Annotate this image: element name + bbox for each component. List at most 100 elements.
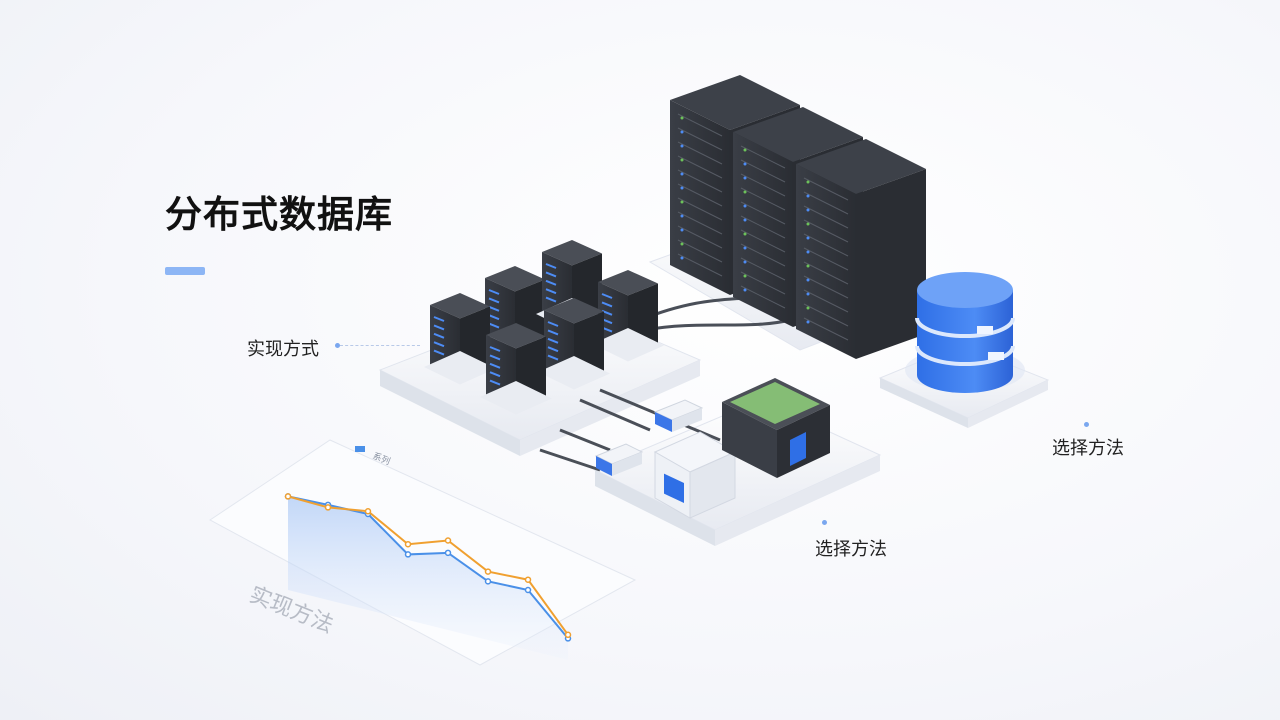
- rack-led: [489, 362, 501, 369]
- chart-point: [484, 568, 492, 575]
- rack-led: [680, 116, 684, 120]
- rack-slot: [740, 159, 786, 183]
- rack-slot: [803, 205, 849, 229]
- rack-slot: [803, 177, 849, 201]
- callout-bottom: 选择方法: [815, 539, 887, 560]
- rack-led: [489, 346, 501, 352]
- rack-led: [743, 176, 747, 180]
- callout-bottom-dot: [822, 520, 827, 525]
- rack-led: [743, 232, 747, 236]
- rack-led: [806, 278, 810, 282]
- rack-slot: [677, 169, 723, 193]
- chart-point: [564, 631, 572, 639]
- chart-point: [364, 508, 372, 515]
- rack-led: [743, 218, 747, 222]
- rack-slot: [740, 271, 786, 295]
- rack-slot: [677, 183, 723, 207]
- rack-slot: [803, 275, 849, 299]
- callout-left-dot: [335, 343, 340, 348]
- rack-led: [806, 264, 810, 268]
- rack-top: [485, 266, 545, 292]
- rack-led: [806, 306, 810, 310]
- chart-point: [284, 493, 292, 500]
- rack-led: [433, 332, 445, 339]
- rack-slot: [677, 211, 723, 235]
- rack-led: [680, 256, 684, 260]
- rack-led: [547, 329, 559, 336]
- network-switch-a: [594, 443, 644, 476]
- callout-left: 实现方式: [247, 339, 319, 360]
- rack-slot: [803, 233, 849, 257]
- rack-led: [488, 322, 500, 329]
- rack-slot: [740, 187, 786, 211]
- rack-base: [592, 328, 664, 362]
- rack-led: [545, 296, 557, 303]
- rack-base: [480, 381, 552, 415]
- rack-led: [806, 250, 810, 254]
- rack-led: [488, 289, 500, 295]
- rack-led: [680, 172, 684, 176]
- rack-led: [806, 194, 810, 198]
- callout-right-dot: [1084, 422, 1089, 427]
- rack-top: [544, 298, 604, 324]
- rack-led: [806, 236, 810, 240]
- chart-point: [524, 576, 532, 583]
- rack-led: [601, 293, 613, 299]
- rack-slot: [677, 239, 723, 263]
- rack-top: [542, 240, 602, 266]
- rack-led: [680, 214, 684, 218]
- chart-point: [404, 551, 412, 558]
- rack-led: [488, 305, 500, 312]
- tall-rack-front: [733, 132, 793, 327]
- rack-led: [489, 379, 501, 386]
- rack-slot: [740, 145, 786, 169]
- rack-led: [680, 158, 684, 162]
- page-title: 分布式数据库: [165, 193, 393, 236]
- rack-led: [743, 190, 747, 194]
- rack-led: [806, 222, 810, 226]
- tall-rack-front: [796, 164, 856, 359]
- rack-led: [488, 314, 500, 321]
- rack-led: [680, 200, 684, 204]
- rack-led: [743, 162, 747, 166]
- rack-slot: [677, 197, 723, 221]
- rack-led: [547, 354, 559, 361]
- rack-slot: [803, 191, 849, 215]
- rack-led: [433, 316, 445, 322]
- rack-slot: [677, 225, 723, 249]
- rack-led: [680, 228, 684, 232]
- rack-led: [743, 246, 747, 250]
- rack-led: [488, 297, 500, 304]
- rack-led: [433, 324, 445, 331]
- rack-led: [489, 371, 501, 378]
- rack-led: [433, 349, 445, 356]
- chart-point: [444, 549, 452, 557]
- rack-row: [670, 75, 926, 359]
- tall-rack-front: [670, 100, 730, 295]
- rack-slot: [677, 113, 723, 137]
- rack-led: [743, 260, 747, 264]
- rack-slot: [803, 303, 849, 327]
- chart-point: [524, 586, 532, 594]
- title-underline: [165, 267, 205, 275]
- chart-series-line: [287, 495, 569, 640]
- rack-led: [680, 130, 684, 134]
- rack-slot: [740, 201, 786, 225]
- callout-left-line: [340, 345, 420, 346]
- tall-rack-side: [856, 169, 926, 359]
- rack-led: [743, 274, 747, 278]
- rack-led: [743, 204, 747, 208]
- chart-area: [288, 496, 568, 660]
- rack-base: [538, 356, 610, 390]
- rack-led: [547, 321, 559, 327]
- chart-point: [324, 504, 332, 511]
- rack-led: [545, 263, 557, 269]
- chart-point: [484, 578, 492, 585]
- rack-led: [806, 180, 810, 184]
- rack-led: [680, 144, 684, 148]
- storage-unit-white: [653, 431, 737, 519]
- rack-slot: [677, 127, 723, 151]
- network-switch-b: [653, 399, 704, 432]
- database-icon: [905, 272, 1025, 393]
- rack-led: [547, 346, 559, 353]
